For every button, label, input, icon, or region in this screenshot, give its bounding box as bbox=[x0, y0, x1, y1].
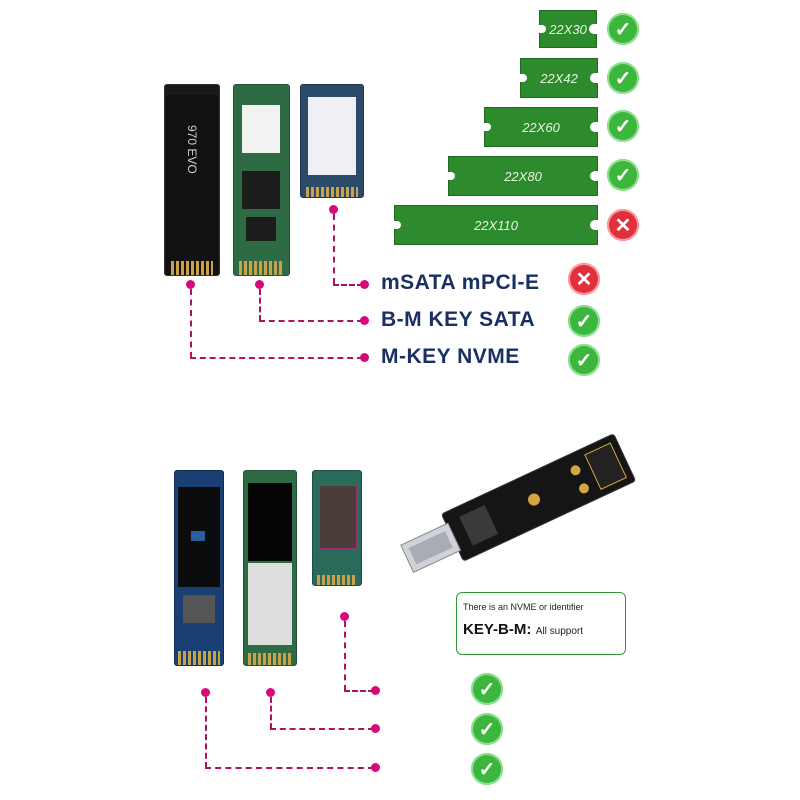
size-stick-22x110: 22X110 bbox=[394, 205, 598, 245]
connector-line bbox=[259, 289, 261, 321]
connector-dot bbox=[340, 612, 349, 621]
connector-dot bbox=[186, 280, 195, 289]
cross-icon: ✕ bbox=[607, 209, 639, 241]
info-box-line1: There is an NVME or identifier bbox=[463, 602, 584, 612]
connector-dot bbox=[360, 316, 369, 325]
connector-dot bbox=[266, 688, 275, 697]
connector-dot bbox=[371, 763, 380, 772]
usb-adapter-image bbox=[385, 425, 655, 585]
check-icon: ✓ bbox=[471, 713, 503, 745]
ssd-card-msata bbox=[300, 84, 364, 198]
connector-line bbox=[205, 767, 374, 769]
interface-label-msata: mSATA mPCI-E bbox=[381, 271, 540, 294]
cross-icon: ✕ bbox=[568, 263, 600, 295]
connector-dot bbox=[329, 205, 338, 214]
ssd-card-white bbox=[243, 470, 297, 666]
ssd-card-nvme-black: 970 EVO bbox=[164, 84, 220, 276]
connector-dot bbox=[371, 724, 380, 733]
size-stick-22x60: 22X60 bbox=[484, 107, 598, 147]
ssd-card-nvme-blue bbox=[174, 470, 224, 666]
check-icon: ✓ bbox=[568, 344, 600, 376]
interface-label-m-nvme: M-KEY NVME bbox=[381, 345, 520, 368]
size-stick-22x30: 22X30 bbox=[539, 10, 597, 48]
ssd-card-sata-green bbox=[233, 84, 290, 276]
connector-line bbox=[190, 357, 363, 359]
connector-line bbox=[344, 690, 374, 692]
size-stick-22x42: 22X42 bbox=[520, 58, 598, 98]
connector-dot bbox=[255, 280, 264, 289]
check-icon: ✓ bbox=[607, 159, 639, 191]
connector-line bbox=[259, 320, 363, 322]
connector-line bbox=[190, 289, 192, 358]
check-icon: ✓ bbox=[607, 110, 639, 142]
connector-dot bbox=[201, 688, 210, 697]
check-icon: ✓ bbox=[607, 13, 639, 45]
connector-line bbox=[344, 621, 346, 691]
connector-dot bbox=[360, 280, 369, 289]
connector-line bbox=[270, 728, 374, 730]
check-icon: ✓ bbox=[607, 62, 639, 94]
ssd-brand-label: 970 EVO bbox=[185, 125, 199, 174]
connector-line bbox=[270, 697, 272, 729]
interface-label-bm-sata: B-M KEY SATA bbox=[381, 308, 536, 331]
info-box: There is an NVME or identifier KEY-B-M: … bbox=[456, 592, 626, 655]
connector-dot bbox=[371, 686, 380, 695]
connector-line bbox=[333, 284, 363, 286]
size-stick-22x80: 22X80 bbox=[448, 156, 598, 196]
info-box-support: All support bbox=[535, 626, 584, 637]
check-icon: ✓ bbox=[568, 305, 600, 337]
check-icon: ✓ bbox=[471, 673, 503, 705]
connector-line bbox=[205, 697, 207, 768]
check-icon: ✓ bbox=[471, 753, 503, 785]
info-box-key: KEY-B-M: bbox=[463, 621, 532, 638]
connector-line bbox=[333, 214, 335, 284]
ssd-card-small bbox=[312, 470, 362, 586]
connector-dot bbox=[360, 353, 369, 362]
